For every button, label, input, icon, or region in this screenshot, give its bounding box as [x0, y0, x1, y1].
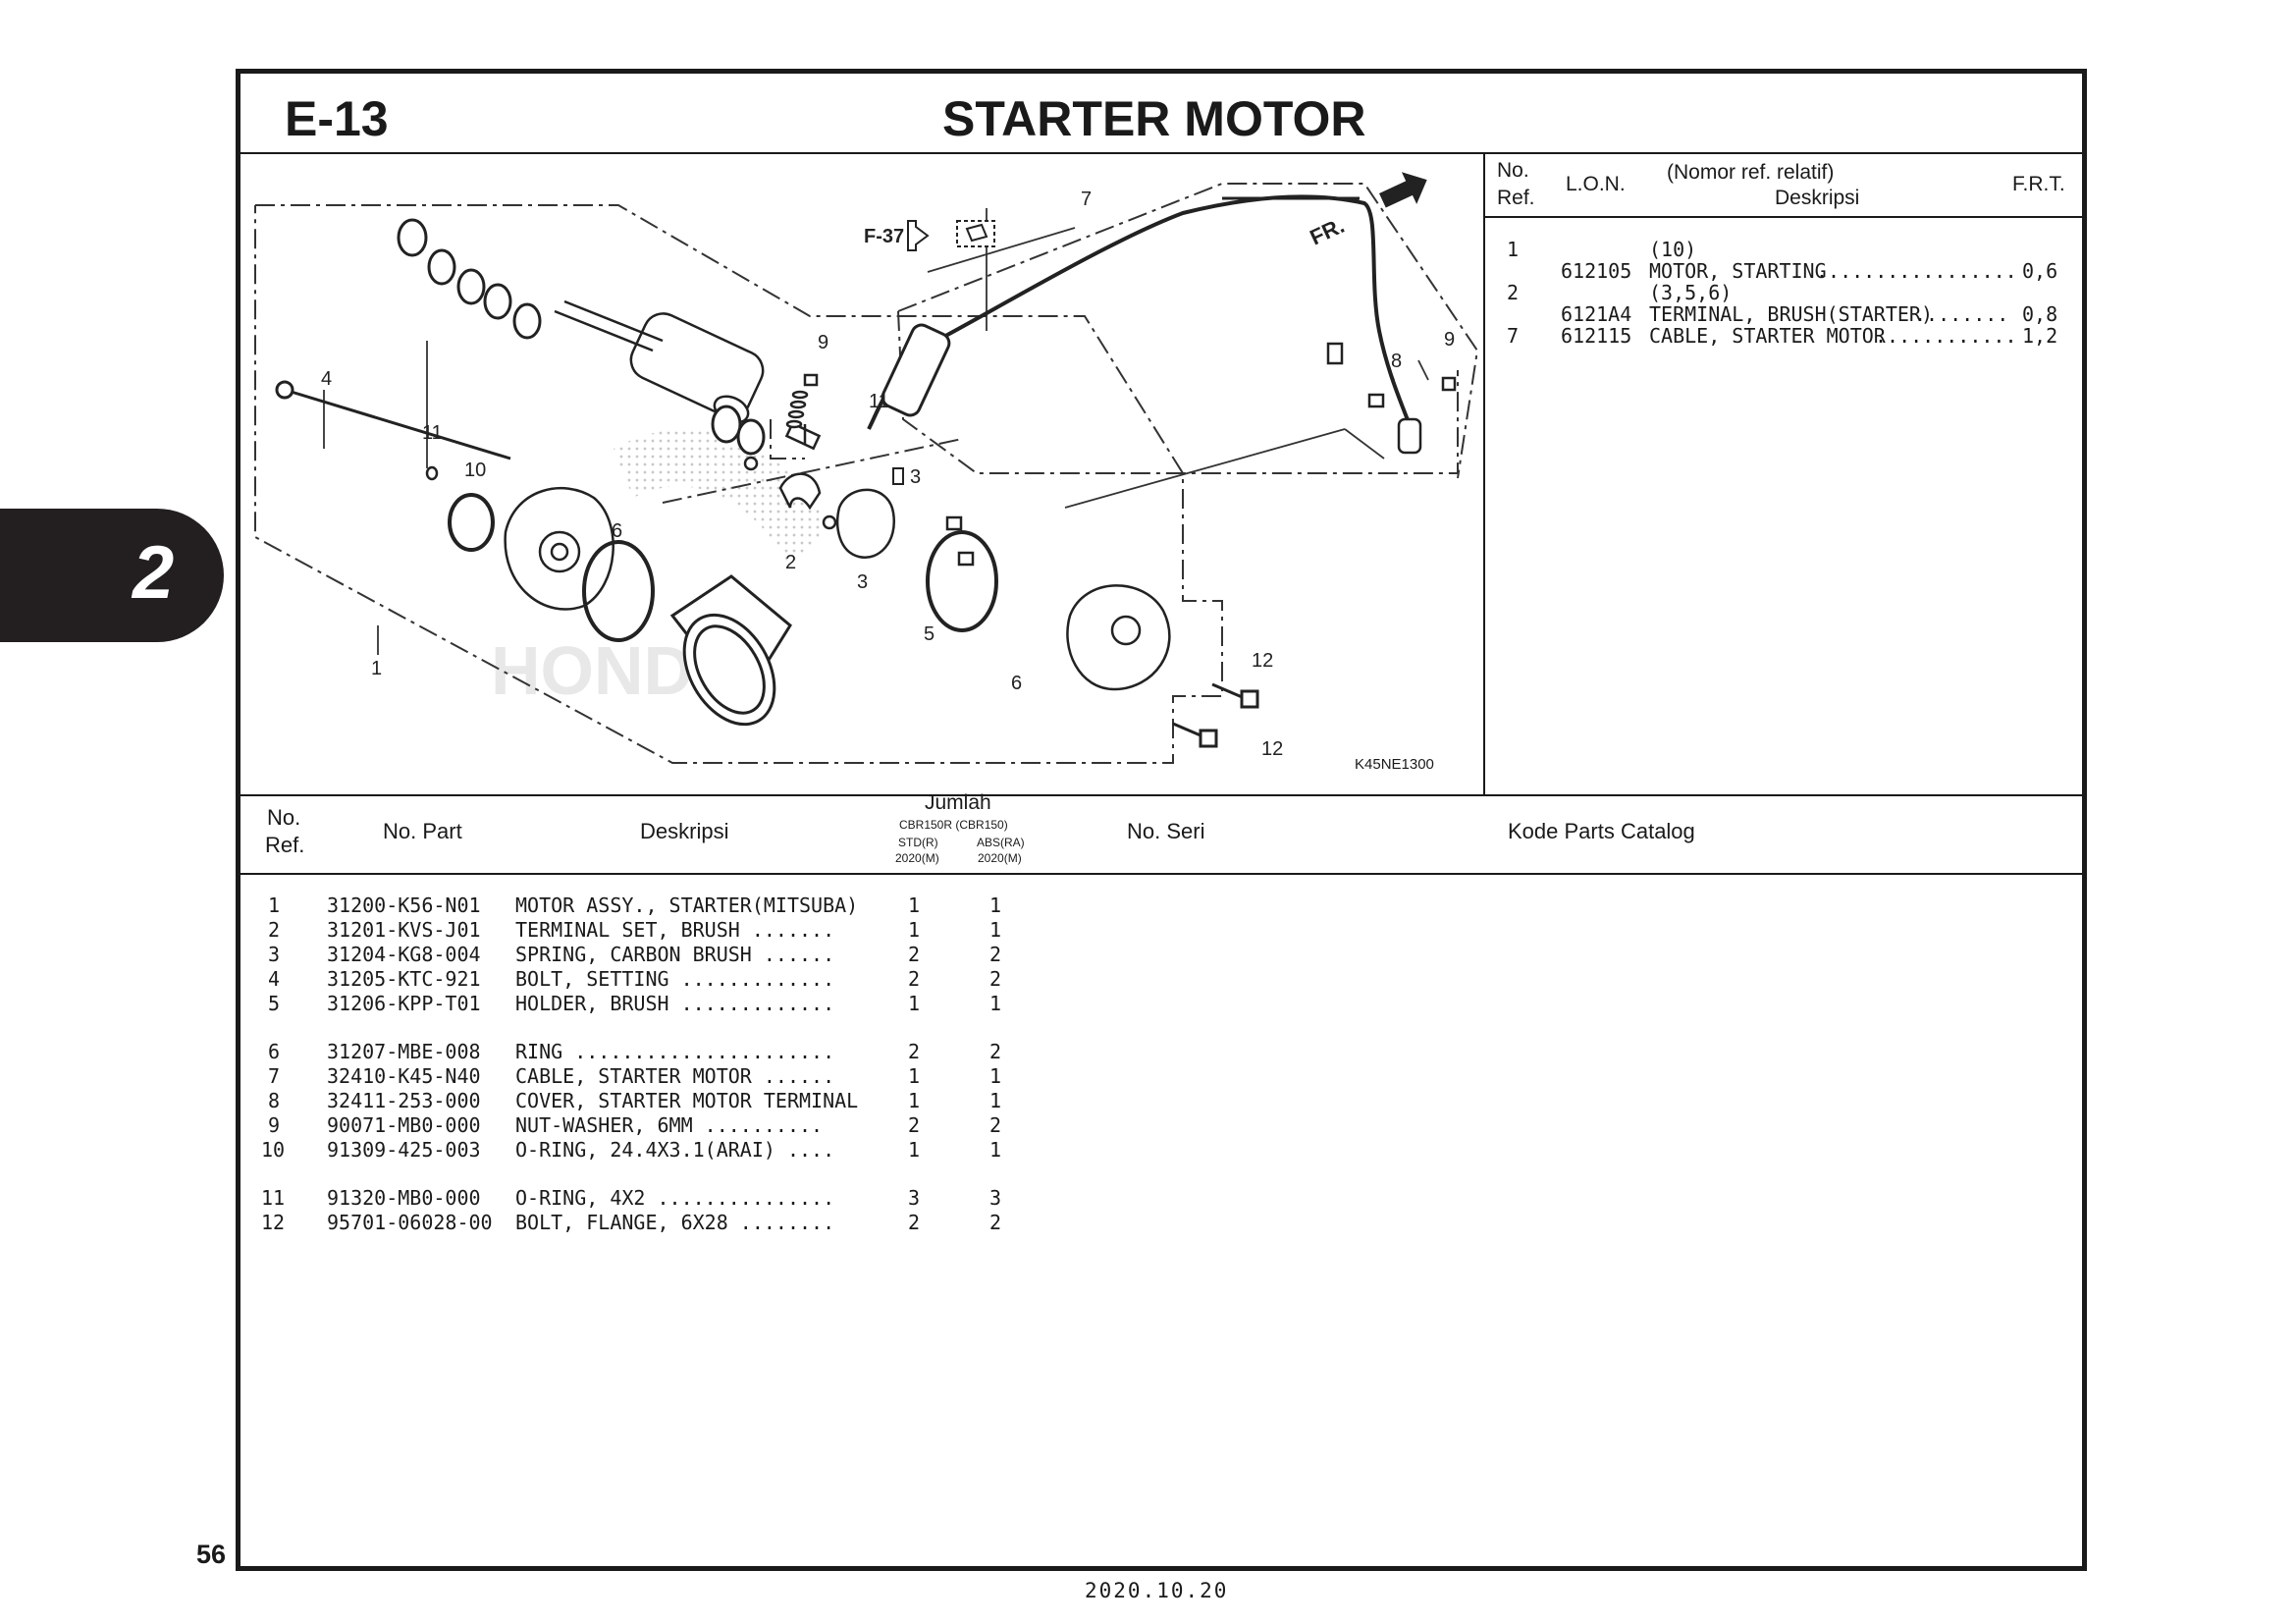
table-header-divider: [240, 873, 2082, 875]
frt-header-lon: L.O.N.: [1566, 173, 1626, 195]
col-header-kode: Kode Parts Catalog: [1508, 819, 1695, 843]
bolt-flange-12: [1172, 682, 1259, 748]
callout-9b: 9: [1444, 329, 1455, 351]
washer-set: [397, 218, 542, 340]
chapter-tab: [0, 509, 224, 642]
fr-arrow: [1379, 172, 1427, 208]
callout-1: 1: [371, 658, 382, 679]
col-header-desc: Deskripsi: [640, 819, 729, 843]
callout-3b: 3: [857, 571, 868, 593]
figure-code: K45NE1300: [1355, 756, 1434, 773]
chapter-number: 2: [133, 531, 175, 615]
bolt-setting-4: [275, 380, 511, 460]
rear-cover: [1066, 584, 1171, 691]
header-divider: [240, 152, 2082, 154]
o-ring-10: [448, 493, 495, 552]
col-header-seri: No. Seri: [1127, 819, 1205, 843]
frt-header-divider: [1485, 216, 2082, 218]
page-frame: [236, 69, 2087, 1571]
exploded-diagram: HONDA: [254, 172, 1477, 764]
page-number: 56: [196, 1540, 227, 1569]
col-header-abs: ABS(RA): [977, 836, 1025, 849]
callout-6a: 6: [612, 520, 622, 542]
section-title: STARTER MOTOR: [942, 91, 1366, 146]
frt-header-no: No.: [1497, 159, 1529, 182]
o-ring-11: [425, 465, 439, 481]
frt-header-nomor: (Nomor ref. relatif): [1667, 161, 1835, 184]
callout-3a: 3: [910, 466, 921, 488]
spring-stack-11: [785, 390, 809, 429]
callout-11b: 11: [869, 391, 889, 412]
col-header-jumlah: Jumlah: [925, 791, 991, 814]
col-header-ref: Ref.: [265, 833, 305, 857]
col-header-no: No.: [267, 805, 301, 830]
col-header-part: No. Part: [383, 819, 462, 843]
callout-9a: 9: [818, 332, 828, 353]
starter-cable-7: [867, 194, 1420, 450]
callout-8: 8: [1391, 351, 1402, 372]
callout-10: 10: [464, 460, 486, 481]
callout-numbers: 1 2 3 3 4 5 6 6 7 8 9 9 10 11 11 12 12: [321, 189, 1455, 760]
ring-6-left: [582, 540, 655, 642]
col-header-year-abs: 2020(M): [978, 851, 1022, 865]
callout-4: 4: [321, 368, 332, 390]
armature: [554, 299, 765, 424]
ref-link-label: F-37: [864, 226, 904, 247]
frt-header-deskripsi: Deskripsi: [1775, 187, 1860, 209]
callout-7: 7: [1081, 189, 1092, 210]
col-header-year-std: 2020(M): [895, 851, 939, 865]
col-header-model: CBR150R (CBR150): [899, 818, 1008, 832]
callout-12a: 12: [1252, 650, 1273, 672]
frt-header-frt: F.R.T.: [2012, 173, 2065, 195]
ref-link-box: [907, 220, 995, 251]
print-date: 2020.10.20: [1085, 1579, 1229, 1602]
brush-holder-5: [835, 488, 975, 567]
callout-2: 2: [785, 552, 796, 573]
ring-6-right: [926, 530, 998, 632]
col-header-std: STD(R): [898, 836, 938, 849]
frt-divider: [1483, 152, 1485, 795]
fr-label: FR.: [1307, 213, 1349, 250]
diagram-bottom-divider: [240, 794, 2082, 796]
front-cover: [504, 486, 614, 611]
callout-5: 5: [924, 623, 934, 645]
section-code: E-13: [285, 91, 389, 146]
yoke: [669, 574, 792, 727]
callout-6b: 6: [1011, 673, 1022, 694]
terminal-cover-8: [1326, 342, 1457, 455]
callout-12b: 12: [1261, 738, 1283, 760]
nut-washer-9: [803, 373, 819, 387]
frt-header-ref: Ref.: [1497, 187, 1535, 209]
callout-11a: 11: [422, 422, 443, 444]
